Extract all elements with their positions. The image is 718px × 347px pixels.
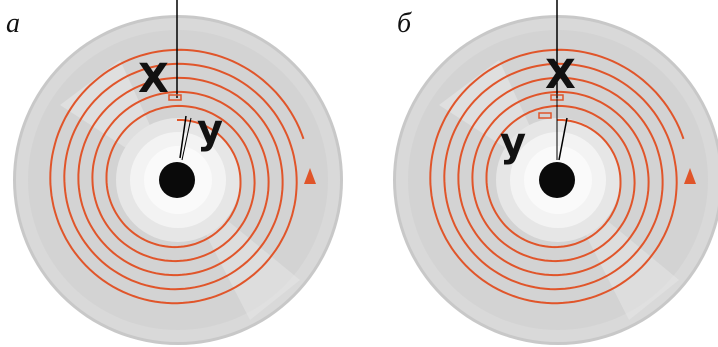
groove-spiral-b bbox=[429, 48, 685, 305]
marker-x-b: X bbox=[545, 52, 576, 98]
disc-diagram-a: X y bbox=[13, 0, 343, 345]
marker-y-a: y bbox=[197, 107, 223, 153]
spindle-b bbox=[539, 162, 575, 198]
groove-arrow-b bbox=[684, 168, 696, 184]
arm-line-a bbox=[179, 115, 187, 159]
needle-head-a bbox=[168, 94, 182, 101]
groove-arrow-a bbox=[304, 168, 316, 184]
disc-diagram-b: X y bbox=[393, 0, 718, 345]
panel-label-b: б bbox=[397, 8, 412, 39]
arm-line2-a bbox=[181, 117, 192, 161]
panel-label-a: а bbox=[6, 8, 20, 39]
marker-y-b: y bbox=[500, 120, 526, 166]
needle-head-y-b bbox=[538, 112, 552, 119]
panel-a: а X y bbox=[6, 0, 343, 345]
arm-line-b bbox=[558, 117, 568, 161]
marker-x-a: X bbox=[138, 56, 169, 102]
panel-b: б X y bbox=[359, 0, 718, 347]
spindle-a bbox=[159, 162, 195, 198]
groove-spiral-a bbox=[49, 48, 305, 305]
